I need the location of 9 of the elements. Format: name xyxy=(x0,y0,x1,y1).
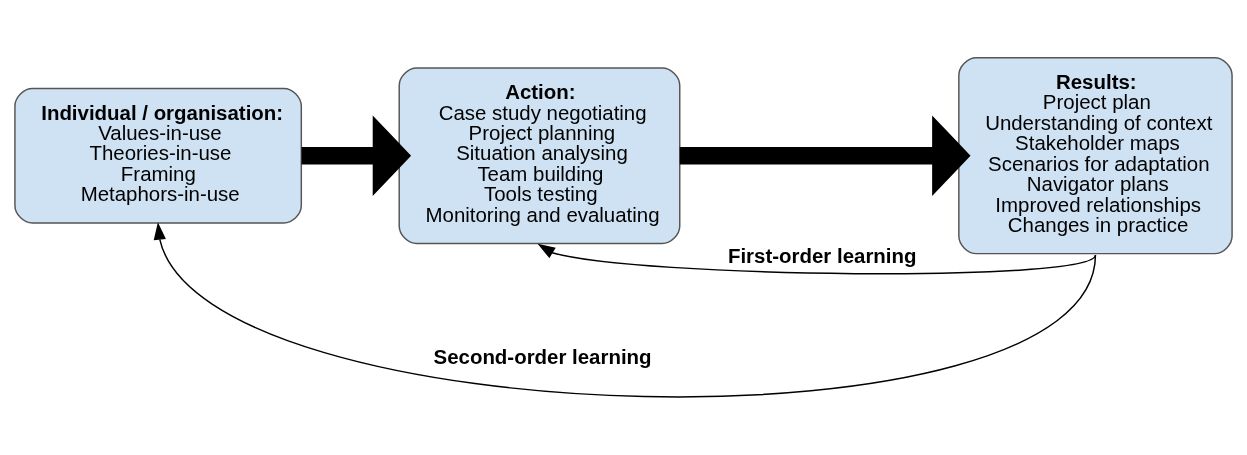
arrow xyxy=(537,243,1097,275)
arrow xyxy=(301,115,412,197)
edge-label: First-order learning xyxy=(727,243,917,267)
arrow xyxy=(679,115,971,197)
node-box: Individual / organisation: Values-in-use Theories-in-use Framing Metaphors-in-use xyxy=(14,87,303,224)
node-box: Results: Project plan Understanding of context Stakeholder maps Scenarios for adaptation Navigator plans Improved relationships Changes in practice xyxy=(958,57,1233,255)
arrow xyxy=(153,222,1097,398)
edge-label: Second-order learning xyxy=(433,344,652,368)
node-box: Action: Case study negotiating Project planning Situation analysing Team building Tools testing Monitoring and evaluating xyxy=(398,67,681,245)
